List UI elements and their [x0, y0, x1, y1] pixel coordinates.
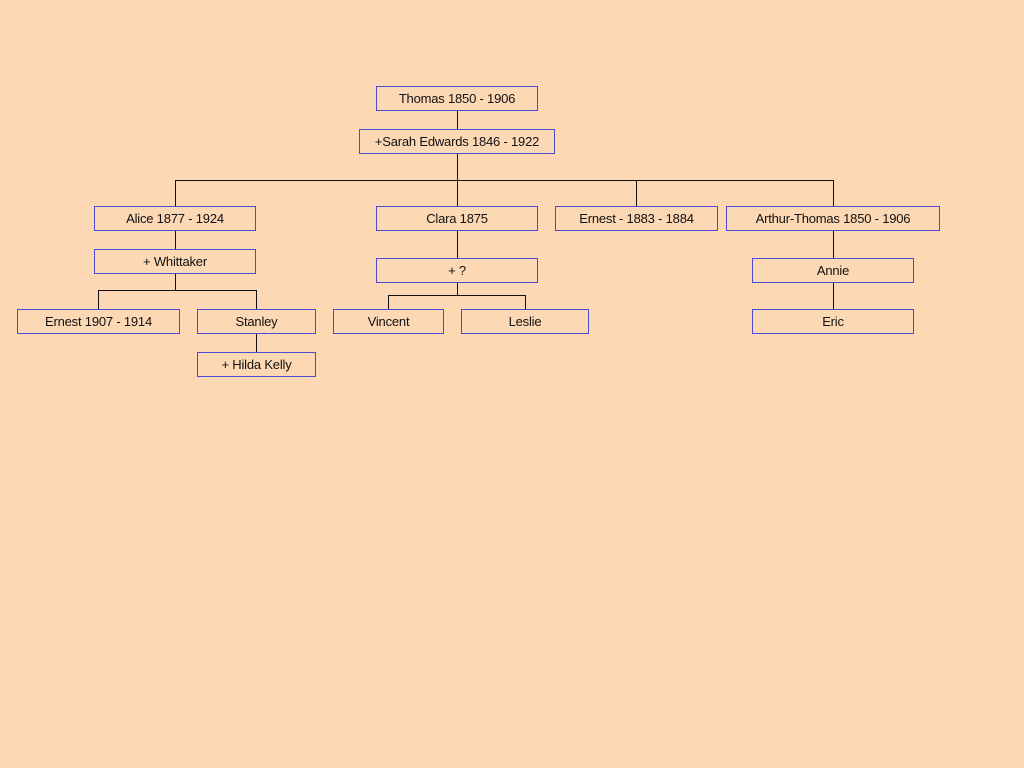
node-ernest-1907: Ernest 1907 - 1914	[17, 309, 180, 334]
node-alice: Alice 1877 - 1924	[94, 206, 256, 231]
node-stanley: Stanley	[197, 309, 316, 334]
node-ernest-1883: Ernest - 1883 - 1884	[555, 206, 718, 231]
node-vincent: Vincent	[333, 309, 444, 334]
node-arthur-thomas: Arthur-Thomas 1850 - 1906	[726, 206, 940, 231]
node-hilda-kelly: + Hilda Kelly	[197, 352, 316, 377]
node-annie: Annie	[752, 258, 914, 283]
node-whittaker: + Whittaker	[94, 249, 256, 274]
node-clara-spouse: + ?	[376, 258, 538, 283]
node-sarah-edwards: +Sarah Edwards 1846 - 1922	[359, 129, 555, 154]
node-eric: Eric	[752, 309, 914, 334]
node-clara: Clara 1875	[376, 206, 538, 231]
node-leslie: Leslie	[461, 309, 589, 334]
node-thomas: Thomas 1850 - 1906	[376, 86, 538, 111]
